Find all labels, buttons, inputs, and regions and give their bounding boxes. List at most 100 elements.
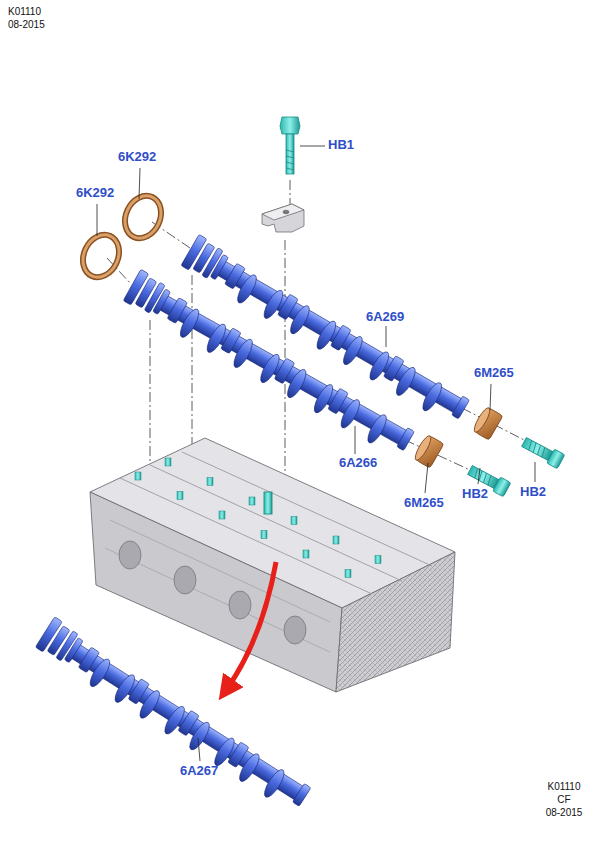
cam-end (292, 783, 311, 806)
cam-lobe (340, 334, 366, 367)
head-port (119, 541, 141, 569)
cam-lobe (261, 767, 287, 800)
bolt-head (547, 449, 565, 469)
leader-line (198, 738, 200, 761)
cam-sprocket-ring (210, 254, 228, 279)
bolt-head (280, 117, 300, 134)
head-bolt (291, 517, 297, 525)
leader-line (139, 168, 140, 199)
seal-ring-face (118, 190, 167, 244)
leader-line (300, 146, 325, 147)
drawing-reference: CF (557, 794, 570, 806)
head-bolt (207, 478, 213, 486)
head-bolt (219, 511, 225, 519)
cam-lobe (287, 303, 313, 336)
drawing-reference: K01110 (548, 781, 581, 793)
part-number: 6A267 (180, 764, 218, 779)
part-number: 6M265 (474, 366, 514, 381)
head-port (284, 616, 306, 644)
drawing-reference: 08-2015 (8, 19, 45, 31)
part-number: 6M265 (404, 496, 444, 511)
bolt-hb2 (520, 435, 565, 469)
assembly-lines (107, 180, 528, 500)
leader-line (425, 463, 428, 493)
end-piece (413, 434, 444, 468)
bolt-shank (468, 466, 499, 489)
head-bolt (165, 458, 171, 466)
head-bolt (303, 550, 309, 558)
head-ports (119, 541, 306, 644)
head-bolt (177, 492, 183, 500)
end-piece-face (413, 434, 434, 462)
part-number: 6A269 (366, 310, 404, 325)
part-number: HB2 (520, 485, 546, 500)
drawing-reference: 08-2015 (546, 807, 583, 819)
head-end-face (336, 552, 455, 692)
cam-journal (225, 263, 246, 289)
cap-hole (283, 210, 289, 214)
bolt-thread (527, 440, 547, 457)
cam-lobe (177, 307, 202, 340)
cam-end-pieces (413, 406, 503, 468)
bolt-thread (286, 150, 294, 170)
part-number: HB1 (328, 138, 354, 153)
cam-sprocket-ring (153, 289, 171, 315)
cam-lobe (234, 272, 260, 305)
seal-ring (118, 190, 167, 244)
part-number: 6A266 (339, 456, 377, 471)
cam-journal (328, 388, 348, 414)
bolt-shank (286, 134, 294, 174)
bolt-shank (522, 438, 553, 461)
leader-line (355, 426, 356, 454)
cam-end (397, 428, 415, 451)
head-port (229, 591, 251, 619)
cam-lobe (231, 337, 256, 370)
cam-journal (274, 358, 294, 384)
cam-journal (330, 325, 351, 351)
cam-journal (167, 298, 187, 324)
part-number: HB2 (462, 487, 488, 502)
cam-lobe (364, 412, 389, 445)
camshaft-6a267 (34, 617, 315, 815)
head-port (174, 566, 196, 594)
head-bolt (261, 531, 267, 539)
seal-ring (76, 229, 125, 283)
bolt-hb1 (280, 117, 300, 174)
cam-lobe (338, 397, 363, 430)
cam-lobe (87, 656, 113, 689)
cam-journal (278, 294, 299, 320)
cap-body (262, 204, 304, 232)
head-stud (264, 492, 272, 514)
cam-shaft (69, 643, 307, 802)
head-bolt (345, 570, 351, 578)
camshaft-6a269 (179, 234, 473, 427)
leader-line (97, 204, 98, 236)
end-piece (472, 406, 503, 440)
leader-line (478, 468, 480, 484)
bolt-head (493, 477, 511, 497)
axis-line (192, 275, 193, 470)
head-bolt (375, 556, 381, 564)
leader-line (386, 326, 387, 347)
cam-shaft (215, 260, 466, 415)
seal-ring-face (76, 229, 125, 283)
cam-shaft (158, 295, 412, 447)
cam-lobe (186, 720, 212, 753)
axis-line (290, 180, 291, 205)
bearing-cap (262, 204, 304, 232)
head-bolt (249, 497, 255, 505)
drawing-reference: K01110 (8, 6, 41, 18)
cam-sprocket-ring (64, 638, 83, 663)
cylinder-head (90, 438, 455, 692)
part-number: 6K292 (118, 150, 156, 165)
leader-line (535, 462, 536, 482)
part-number: 6K292 (76, 186, 114, 201)
head-bolts (135, 458, 381, 578)
cam-lobe (236, 751, 262, 784)
head-bolt (333, 536, 339, 544)
cap-top (262, 204, 304, 220)
head-ribs (105, 520, 330, 652)
seal-rings (76, 190, 167, 283)
